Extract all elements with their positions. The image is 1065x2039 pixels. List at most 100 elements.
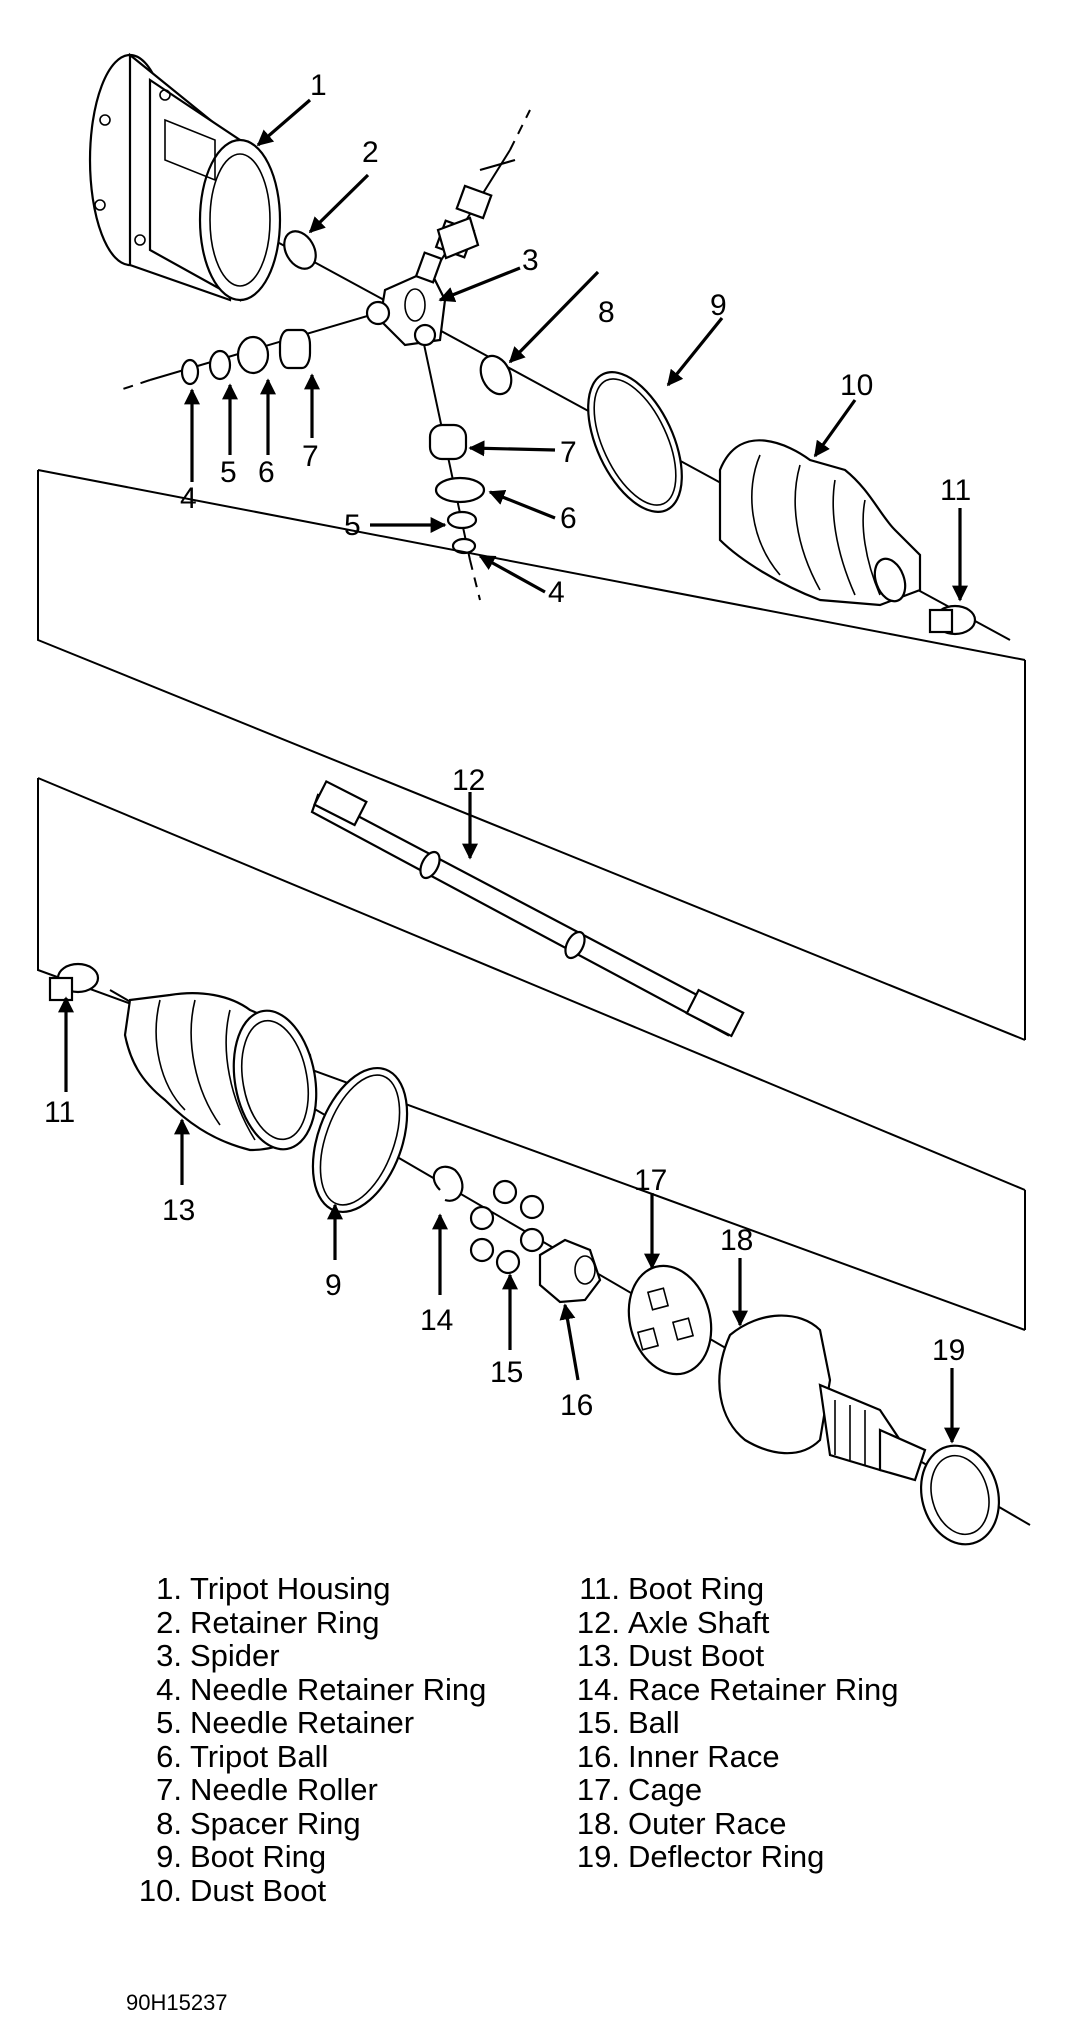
legend-item: 11.Boot Ring [556, 1572, 899, 1606]
legend-item: 15.Ball [556, 1706, 899, 1740]
legend-item: 4.Needle Retainer Ring [118, 1671, 487, 1707]
callout-19: 19 [932, 1334, 965, 1367]
deflector-ring-part [919, 1444, 1001, 1546]
legend-number: 4. [156, 1671, 182, 1707]
inner-race-part [538, 1238, 602, 1304]
callout-16: 16 [560, 1389, 593, 1422]
needle-stack-left [180, 328, 312, 386]
legend-item: 18.Outer Race [556, 1805, 899, 1841]
callout-18: 18 [720, 1224, 753, 1257]
callout-1: 1 [310, 69, 327, 102]
dust-boot-part-upper [718, 439, 922, 607]
legend-item: 12.Axle Shaft [556, 1604, 899, 1640]
legend-item: 2.Retainer Ring [118, 1604, 486, 1640]
legend-number: 13. [576, 1638, 620, 1673]
legend-number: 11. [579, 1571, 620, 1606]
legend-item: 14.Race Retainer Ring [556, 1671, 899, 1707]
callout-11: 11 [940, 474, 971, 507]
callout-7b: 7 [560, 436, 577, 469]
legend-item: 1.Tripot Housing [118, 1572, 486, 1606]
legend-number: 18. [576, 1805, 620, 1841]
figure-code: 90H15237 [126, 1990, 228, 2015]
legend-number: 9. [156, 1839, 182, 1874]
legend-label: Tripot Housing [190, 1571, 391, 1606]
callout-7: 7 [302, 440, 319, 473]
legend-item: 6.Tripot Ball [118, 1738, 486, 1774]
legend-item: 17.Cage [556, 1773, 899, 1807]
callout-9b: 9 [325, 1269, 342, 1302]
callout-4: 4 [180, 482, 197, 515]
legend-item: 16.Inner Race [556, 1738, 899, 1774]
legend-number: 16. [576, 1738, 620, 1774]
legend-item: 13.Dust Boot [556, 1639, 899, 1673]
callout-13: 13 [162, 1194, 195, 1227]
legend-left-column: 1.Tripot Housing 2.Retainer Ring 3.Spide… [118, 1572, 487, 1908]
legend-item: 7.Needle Roller [118, 1773, 486, 1807]
legend-number: 6. [156, 1738, 182, 1774]
spider-part [365, 251, 447, 347]
legend-label: Race Retainer Ring [628, 1671, 899, 1707]
callout-arrows [58, 98, 968, 1444]
legend-right-column: 11.Boot Ring 12.Axle Shaft 13.Dust Boot … [556, 1572, 899, 1874]
legend-number: 14. [576, 1671, 620, 1707]
legend-label: Needle Roller [190, 1772, 378, 1807]
legend-label: Inner Race [628, 1738, 780, 1774]
needle-stack-lower [428, 423, 486, 555]
boot-ring-part-top-right [928, 604, 977, 636]
frame-line-lower [37, 778, 1026, 1331]
boot-ring-part-lower-left [48, 962, 100, 1002]
legend-label: Outer Race [628, 1805, 787, 1841]
callout-4b: 4 [548, 576, 565, 609]
callout-5b: 5 [344, 509, 361, 542]
callout-6b: 6 [560, 502, 577, 535]
needle-stack-upper [434, 158, 516, 260]
outer-race-part [718, 1314, 927, 1482]
legend-label: Boot Ring [190, 1839, 327, 1874]
balls-part [469, 1179, 545, 1275]
legend-label: Tripot Ball [190, 1738, 329, 1774]
legend-label: Spider [190, 1638, 280, 1673]
legend-label: Dust Boot [190, 1872, 327, 1908]
legend-item: 19.Deflector Ring [556, 1840, 899, 1874]
legend-label: Deflector Ring [628, 1839, 825, 1874]
legend-item: 10.Dust Boot [118, 1872, 486, 1908]
callout-3: 3 [522, 244, 539, 277]
legend-number: 10. [138, 1872, 182, 1908]
legend-number: 19. [576, 1839, 620, 1874]
callout-15: 15 [490, 1356, 523, 1389]
axle-shaft-part [310, 779, 745, 1038]
exploded-axle-diagram: 1 2 3 4 5 6 7 7 6 5 4 8 9 10 11 12 11 13… [37, 52, 1031, 1546]
legend-label: Ball [628, 1705, 680, 1740]
callout-17: 17 [634, 1164, 667, 1197]
frame-line-upper [37, 470, 1026, 1041]
cage-part [627, 1264, 713, 1376]
legend-number: 15. [576, 1705, 620, 1740]
callout-12: 12 [452, 764, 485, 797]
legend-number: 3. [156, 1638, 182, 1673]
callout-6: 6 [258, 456, 275, 489]
legend-number: 7. [156, 1772, 182, 1807]
legend-label: Dust Boot [628, 1638, 765, 1673]
legend-number: 8. [156, 1805, 182, 1841]
race-retainer-ring-part [432, 1165, 464, 1202]
legend-item: 3.Spider [118, 1639, 486, 1673]
legend-label: Needle Retainer [190, 1705, 415, 1740]
callout-10: 10 [840, 369, 873, 402]
legend-label: Cage [628, 1772, 703, 1807]
legend-number: 2. [156, 1604, 182, 1640]
legend-label: Spacer Ring [190, 1805, 361, 1841]
legend-item: 5.Needle Retainer [118, 1706, 486, 1740]
legend-label: Retainer Ring [190, 1604, 380, 1640]
legend-label: Axle Shaft [628, 1604, 770, 1640]
boot-ring-part-upper [587, 371, 683, 513]
legend-label: Needle Retainer Ring [190, 1671, 487, 1707]
retainer-ring-part [283, 230, 317, 270]
callout-2: 2 [362, 136, 379, 169]
legend-number: 17. [576, 1772, 620, 1807]
tripot-housing-part [88, 52, 282, 302]
callout-14: 14 [420, 1304, 453, 1337]
legend-item: 8.Spacer Ring [118, 1805, 486, 1841]
legend-number: 1. [156, 1571, 182, 1606]
callout-8: 8 [598, 296, 615, 329]
legend-item: 9.Boot Ring [118, 1840, 486, 1874]
